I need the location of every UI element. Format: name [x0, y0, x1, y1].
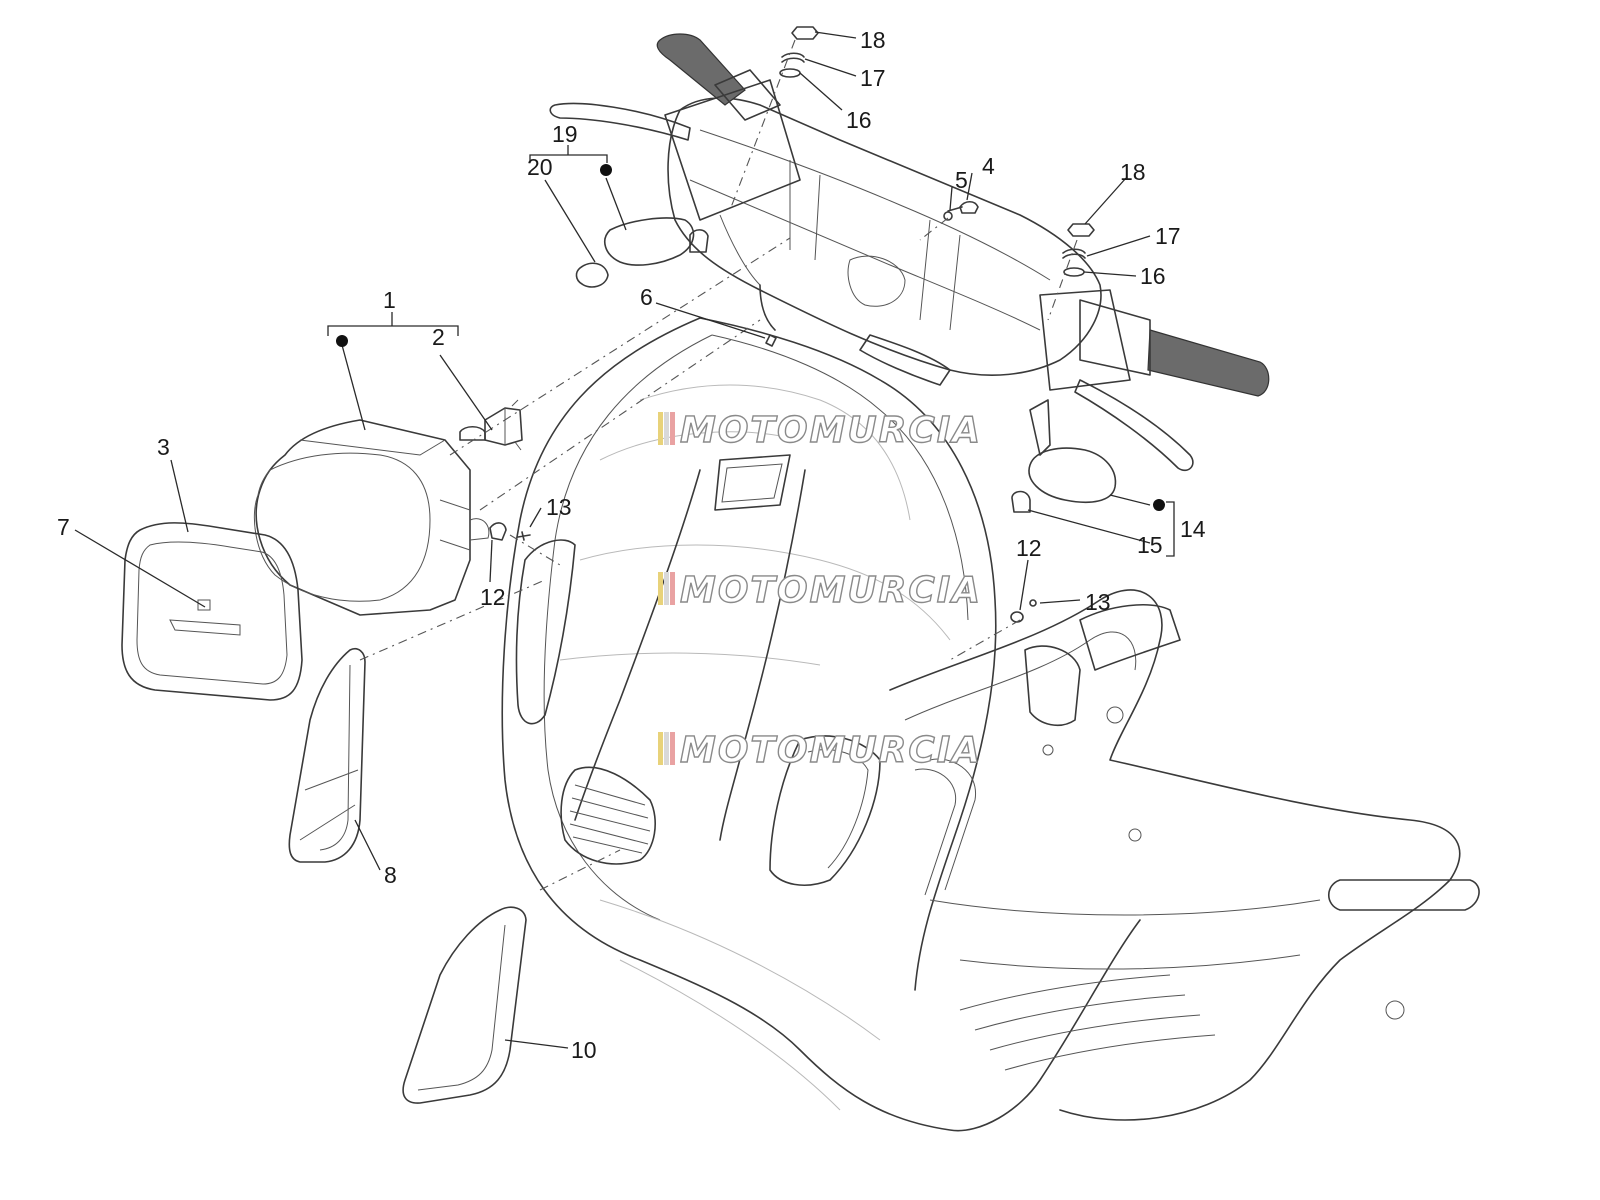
- mirror-spring-washer-left: [781, 52, 805, 63]
- watermark-middle: MOTOMURCIA: [658, 569, 982, 612]
- leader-lines: [74, 31, 1175, 1049]
- clip-12-left: [489, 522, 507, 541]
- callout-16-top: 16: [846, 107, 872, 133]
- group-markers: [336, 164, 1165, 511]
- mirror-spring-washer-right: [1062, 248, 1086, 259]
- clip-12-right: [1010, 611, 1024, 623]
- mirror-nut-right: [1067, 223, 1095, 237]
- marker-dot-1: [336, 335, 348, 347]
- callout-7: 7: [57, 514, 70, 540]
- watermark-text: MOTOMURCIA: [680, 570, 982, 611]
- callout-13-right: 13: [1085, 589, 1111, 615]
- screw-6: [765, 334, 777, 347]
- watermark-top: MOTOMURCIA: [658, 409, 982, 452]
- callout-numbers: 1 2 3 4 5 6 7 8 10 12 12 13 13 14 15 16 …: [57, 27, 1206, 1063]
- mirror-washer-right: [1063, 267, 1085, 277]
- screw-13-left: [517, 531, 531, 541]
- watermark-bottom: MOTOMURCIA: [658, 729, 982, 772]
- callout-18-right: 18: [1120, 159, 1146, 185]
- turn-signal-bulb-right: [1011, 490, 1031, 513]
- callout-13-left: 13: [546, 494, 572, 520]
- assembly-guide-lines: [359, 39, 1078, 891]
- callout-1: 1: [383, 287, 396, 313]
- turn-signal-bulb-left: [575, 262, 609, 288]
- callout-14: 14: [1180, 516, 1206, 542]
- callout-2: 2: [432, 324, 445, 350]
- handlebar-assembly: [549, 33, 1270, 472]
- callout-17-right: 17: [1155, 223, 1181, 249]
- front-turn-signal-right: [1028, 399, 1117, 503]
- callout-15: 15: [1137, 532, 1163, 558]
- callout-5: 5: [955, 167, 968, 193]
- watermark-text: MOTOMURCIA: [680, 730, 982, 771]
- front-reflector-lower: [402, 906, 527, 1104]
- callout-12-left: 12: [480, 584, 506, 610]
- callout-4: 4: [982, 153, 995, 179]
- callout-17-top: 17: [860, 65, 886, 91]
- headlight-trim-ring: [121, 522, 303, 701]
- marker-dot-19: [600, 164, 612, 176]
- callout-6: 6: [640, 284, 653, 310]
- callout-3: 3: [157, 434, 170, 460]
- headlight-bulb: [459, 399, 523, 451]
- headlight-unit: [253, 419, 490, 616]
- mirror-washer-left: [779, 68, 801, 78]
- callout-19: 19: [552, 121, 578, 147]
- callout-12-right: 12: [1016, 535, 1042, 561]
- mirror-nut-left: [791, 26, 819, 40]
- front-turn-signal-left: [288, 647, 366, 863]
- washer-5: [943, 211, 953, 221]
- screw-4: [947, 200, 979, 214]
- callout-20: 20: [527, 154, 553, 180]
- callout-8: 8: [384, 862, 397, 888]
- callout-16-right: 16: [1140, 263, 1166, 289]
- handlebar-turn-signal-left: [604, 217, 709, 266]
- watermark-text: MOTOMURCIA: [680, 410, 982, 451]
- screw-13-right: [1029, 599, 1037, 607]
- callout-10: 10: [571, 1037, 597, 1063]
- marker-dot-14: [1153, 499, 1165, 511]
- front-shield: [501, 317, 1480, 1132]
- callout-18-top: 18: [860, 27, 886, 53]
